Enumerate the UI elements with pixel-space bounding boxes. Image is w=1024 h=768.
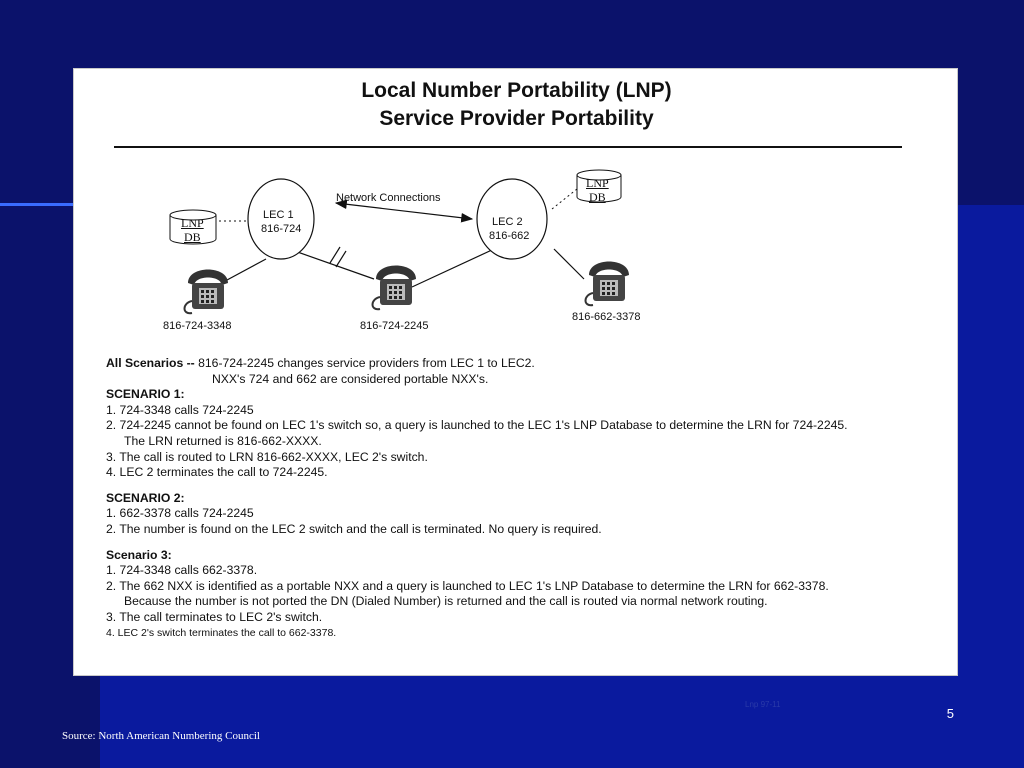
lec2-switch-ellipse — [476, 178, 548, 260]
lnp-db-right-label-2: DB — [589, 190, 606, 204]
telephone-icon — [371, 264, 417, 311]
source-citation: Source: North American Numbering Council — [62, 730, 260, 742]
scenario2-item: 1. 662-3378 calls 724-2245 — [106, 506, 254, 521]
lec2-name: LEC 2 — [492, 216, 523, 228]
network-connections-label: Network Connections — [336, 192, 441, 204]
scenario3-item: Because the number is not ported the DN … — [124, 594, 768, 609]
all-scenarios-label: All Scenarios -- — [106, 356, 195, 370]
page-number: 5 — [946, 706, 954, 721]
telephone-icon — [183, 268, 229, 315]
scenario3-item: 2. The 662 NXX is identified as a portab… — [106, 578, 829, 593]
telephone-icon — [584, 260, 630, 307]
faint-footer-note: Lnp 97-11 — [745, 700, 781, 709]
lec1-name: LEC 1 — [263, 209, 294, 221]
scenarios-text: All Scenarios -- 816-724-2245 changes se… — [106, 356, 946, 641]
scenario1-heading: SCENARIO 1: — [106, 387, 185, 402]
accent-line — [0, 203, 75, 206]
content-card: Local Number Portability (LNP) Service P… — [73, 68, 958, 676]
all-scenarios-line: All Scenarios -- 816-724-2245 changes se… — [106, 356, 946, 372]
scenario3-item: 3. The call terminates to LEC 2's switch… — [106, 609, 323, 624]
phone2-number: 816-724-2245 — [360, 320, 429, 332]
scenario1-item: 4. LEC 2 terminates the call to 724-2245… — [106, 465, 328, 480]
lnp-db-left-label-1: LNP — [181, 216, 204, 230]
scenario3-heading: Scenario 3: — [106, 547, 172, 562]
lnp-db-left-label-2: DB — [184, 230, 201, 244]
scenario1-item: The LRN returned is 816-662-XXXX. — [124, 433, 322, 448]
title-divider — [114, 146, 902, 148]
scenario2-heading: SCENARIO 2: — [106, 490, 185, 505]
scenario3-item: 1. 724-3348 calls 662-3378. — [106, 563, 258, 578]
lec1-switch-ellipse — [247, 178, 315, 260]
phone1-number: 816-724-3348 — [163, 320, 232, 332]
lnp-db-right-icon — [576, 169, 622, 203]
lnp-db-left-icon — [169, 209, 217, 245]
db-dotted-links — [219, 188, 578, 222]
phone3-number: 816-662-3378 — [572, 311, 641, 323]
lec1-code: 816-724 — [261, 223, 302, 235]
lnp-db-right-label-1: LNP — [586, 176, 609, 190]
scenario1-item: 2. 724-2245 cannot be found on LEC 1's s… — [106, 418, 848, 433]
slide-title: Local Number Portability (LNP) — [361, 79, 672, 102]
all-scenarios-text: 816-724-2245 changes service providers f… — [194, 356, 535, 370]
all-scenarios-line-2: NXX's 724 and 662 are considered portabl… — [212, 371, 489, 386]
lnp-network-diagram — [169, 169, 630, 315]
scenario1-item: 3. The call is routed to LRN 816-662-XXX… — [106, 449, 428, 464]
scenario2-item: 2. The number is found on the LEC 2 swit… — [106, 521, 602, 536]
scenario1-item: 1. 724-3348 calls 724-2245 — [106, 402, 254, 417]
scenario3-item: 4. LEC 2's switch terminates the call to… — [106, 626, 337, 639]
slide-subtitle: Service Provider Portability — [379, 107, 654, 130]
lec2-code: 816-662 — [489, 230, 530, 242]
